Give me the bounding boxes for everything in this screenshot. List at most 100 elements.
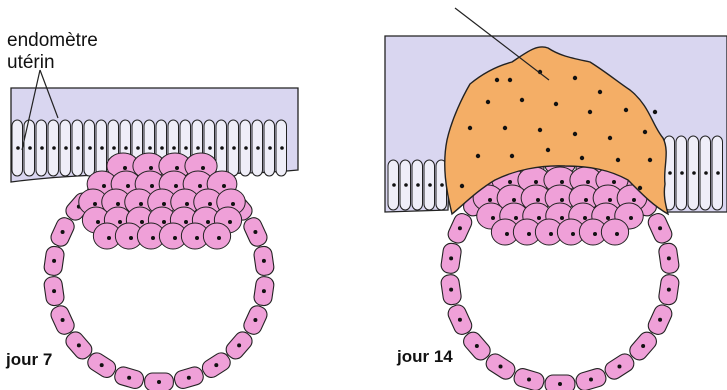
cell-nucleus (658, 226, 662, 230)
cell-nucleus (488, 198, 492, 202)
cell-nucleus (560, 180, 564, 184)
cell-nucleus (658, 318, 662, 322)
syncytium-nucleus (546, 148, 550, 152)
cell-nucleus (716, 171, 720, 175)
syncytium-nucleus (554, 102, 558, 106)
cell-nucleus (537, 216, 541, 220)
cell-nucleus (583, 216, 587, 220)
cell-nucleus (184, 220, 188, 224)
cell-nucleus (527, 232, 531, 236)
cell-nucleus (253, 230, 257, 234)
cell-nucleus (534, 180, 538, 184)
cell-nucleus (667, 256, 671, 260)
cell-nucleus (124, 146, 128, 150)
cell-nucleus (606, 216, 610, 220)
cell-nucleus (214, 363, 218, 367)
syncytium-nucleus (538, 128, 542, 132)
cell-nucleus (667, 288, 671, 292)
cell-nucleus (268, 146, 272, 150)
cell-nucleus (102, 184, 106, 188)
cell-nucleus (571, 232, 575, 236)
cell-nucleus (280, 146, 284, 150)
cell-nucleus (16, 146, 20, 150)
cell-nucleus (608, 198, 612, 202)
cell-nucleus (112, 146, 116, 150)
cell-nucleus (157, 380, 161, 384)
syncytium-nucleus (573, 132, 577, 136)
cell-nucleus (617, 365, 621, 369)
cell-nucleus (150, 184, 154, 188)
cell-nucleus (118, 220, 122, 224)
cell-nucleus (64, 146, 68, 150)
cell-nucleus (127, 376, 131, 380)
syncytium-nucleus (648, 158, 652, 162)
cell-nucleus (536, 198, 540, 202)
cell-nucleus (416, 183, 420, 187)
cell-nucleus (116, 202, 120, 206)
cell-nucleus (560, 216, 564, 220)
cell-nucleus (100, 363, 104, 367)
cell-nucleus (162, 202, 166, 206)
syncytium-nucleus (638, 186, 642, 190)
cell-nucleus (195, 236, 199, 240)
syncytium-nucleus (460, 184, 464, 188)
cell-nucleus (175, 166, 179, 170)
syncytium-nucleus (643, 130, 647, 134)
cell-nucleus (149, 166, 153, 170)
cell-nucleus (100, 146, 104, 150)
cell-nucleus (208, 202, 212, 206)
cell-nucleus (52, 259, 56, 263)
cell-nucleus (206, 220, 210, 224)
cell-nucleus (129, 236, 133, 240)
cell-nucleus (262, 259, 266, 263)
cell-nucleus (508, 180, 512, 184)
endometrium-label-line2: utérin (7, 52, 98, 74)
cell-nucleus (184, 146, 188, 150)
cell-nucleus (704, 171, 708, 175)
cell-nucleus (584, 198, 588, 202)
cell-nucleus (632, 198, 636, 202)
cell-nucleus (77, 343, 81, 347)
cell-nucleus (491, 216, 495, 220)
cell-nucleus (28, 146, 32, 150)
cell-nucleus (52, 289, 56, 293)
embryo-cell (203, 223, 230, 249)
cell-nucleus (514, 216, 518, 220)
cell-nucleus (208, 146, 212, 150)
cell-nucleus (151, 236, 155, 240)
day-7-label: jour 7 (6, 350, 52, 370)
cell-nucleus (160, 146, 164, 150)
cell-nucleus (256, 146, 260, 150)
syncytium-nucleus (598, 90, 602, 94)
cell-nucleus (232, 146, 236, 150)
cell-nucleus (641, 344, 645, 348)
syncytium-nucleus (510, 154, 514, 158)
cell-nucleus (505, 232, 509, 236)
cell-nucleus (475, 344, 479, 348)
cell-nucleus (217, 236, 221, 240)
cell-nucleus (440, 183, 444, 187)
cell-nucleus (40, 146, 44, 150)
syncytium-nucleus (495, 78, 499, 82)
cell-nucleus (201, 166, 205, 170)
syncytium-nucleus (616, 158, 620, 162)
cell-nucleus (692, 171, 696, 175)
cell-nucleus (187, 376, 191, 380)
cell-nucleus (196, 146, 200, 150)
cell-nucleus (512, 198, 516, 202)
cell-nucleus (148, 146, 152, 150)
cell-nucleus (162, 220, 166, 224)
cell-nucleus (140, 220, 144, 224)
cell-nucleus (449, 256, 453, 260)
cell-nucleus (549, 232, 553, 236)
endometrium-label-line1: endomètre (7, 30, 98, 52)
cell-nucleus (136, 146, 140, 150)
cell-nucleus (612, 180, 616, 184)
syncytium-nucleus (608, 136, 612, 140)
embryo-cell (601, 219, 628, 245)
cell-nucleus (629, 216, 633, 220)
cell-nucleus (93, 202, 97, 206)
cell-nucleus (428, 183, 432, 187)
cell-nucleus (615, 232, 619, 236)
